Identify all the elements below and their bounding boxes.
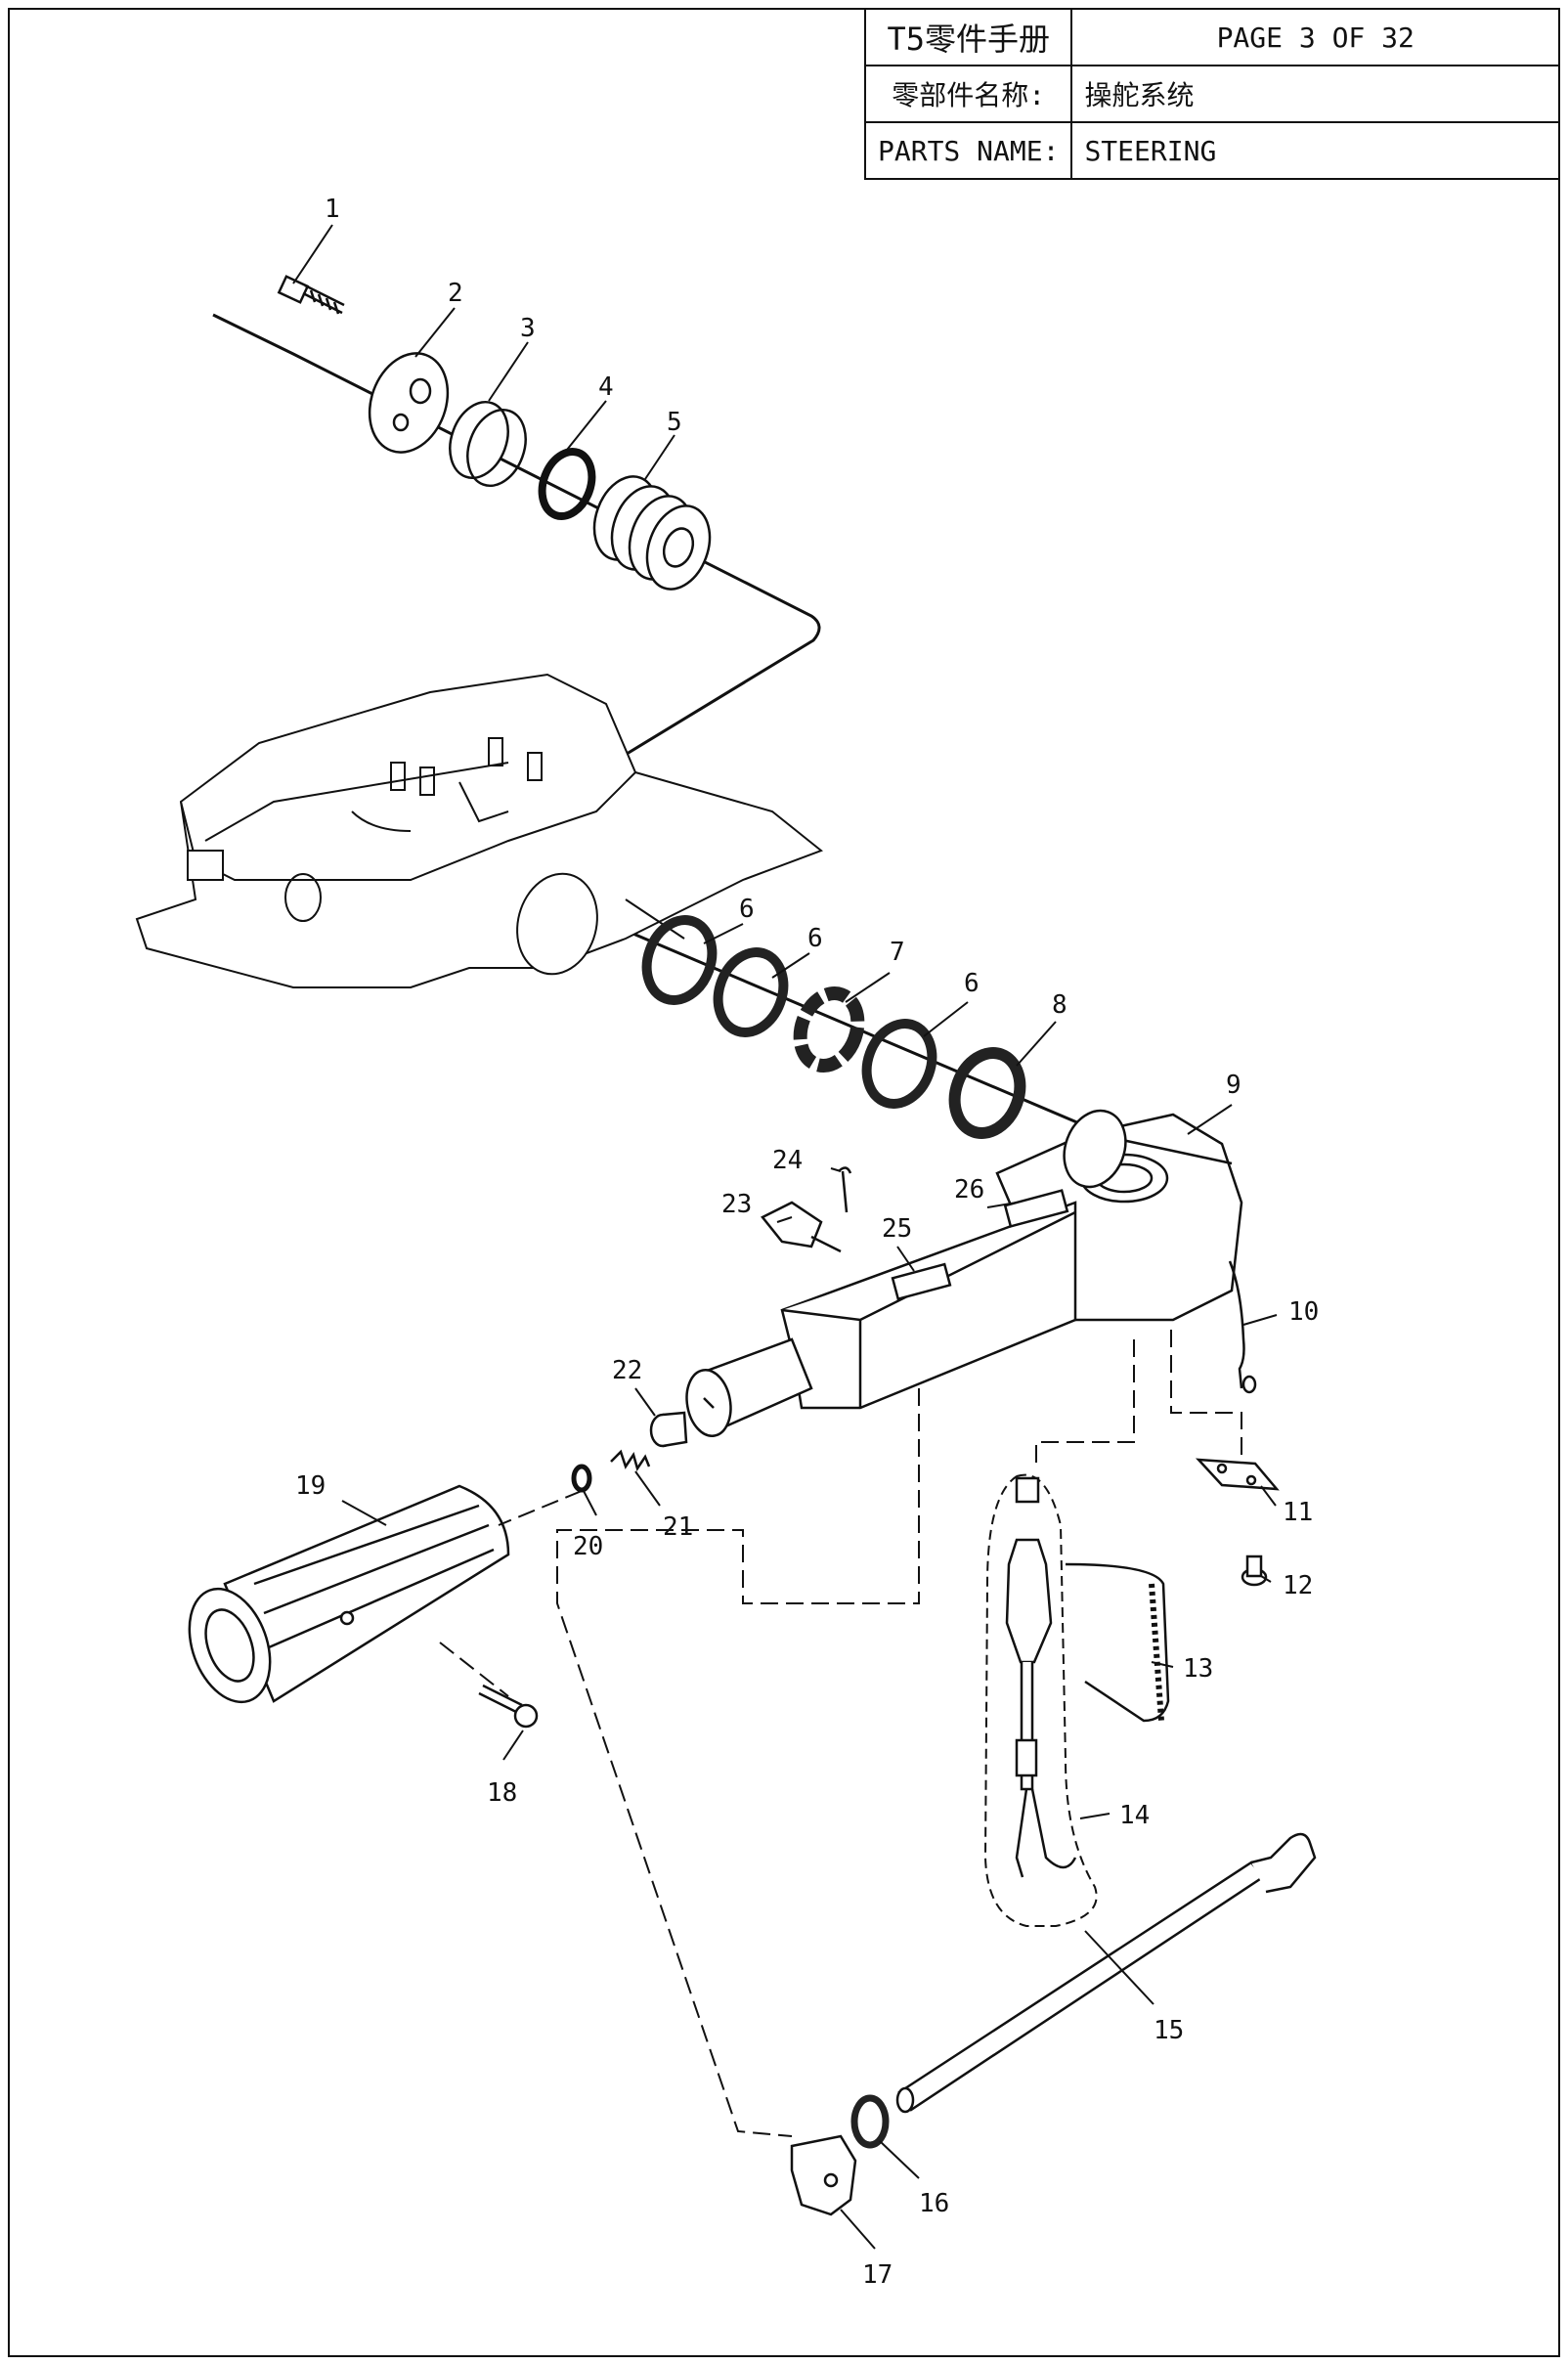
part-name-cn-value: 操舵系统	[1070, 65, 1560, 123]
callout-20: 20	[573, 1532, 603, 1561]
part-nut-7	[793, 986, 865, 1073]
part-stop-cable-10	[1228, 1260, 1245, 1389]
callout-numbers: 1 2 3 4 5 6 6 7 6 8 9 10 11 12 13 14 15 …	[295, 195, 1319, 2290]
callout-leaders	[292, 224, 1278, 2250]
callout-6c: 6	[964, 969, 980, 998]
part-bottom-cowling	[135, 673, 823, 988]
callout-23: 23	[721, 1190, 752, 1219]
part-washer-20	[571, 1464, 592, 1493]
callout-12: 12	[1283, 1571, 1313, 1600]
part-grip-19	[188, 1484, 510, 1704]
callout-3: 3	[520, 314, 536, 343]
part-screw-12	[1241, 1555, 1268, 1587]
callout-21: 21	[663, 1512, 693, 1542]
part-bracket-17	[790, 2134, 857, 2216]
callout-8: 8	[1052, 990, 1067, 1020]
callout-5: 5	[667, 408, 682, 437]
callout-15: 15	[1154, 2016, 1184, 2045]
callout-19: 19	[295, 1471, 326, 1501]
part-bolt-1	[277, 275, 345, 315]
callout-2: 2	[448, 279, 463, 308]
part-flange-2	[368, 352, 450, 454]
callout-6a: 6	[739, 895, 755, 924]
title-block: T5零件手册 PAGE 3 OF 32 零部件名称: 操舵系统 PARTS NA…	[863, 8, 1560, 180]
part-shaft-15	[895, 1832, 1317, 2114]
part-knob-23	[761, 1201, 842, 1253]
part-tiller-arm-9	[995, 1109, 1243, 1322]
callout-1: 1	[325, 195, 340, 224]
part-washer-6c	[861, 1019, 937, 1109]
callout-7: 7	[890, 938, 905, 967]
part-lanyard-14	[1015, 1788, 1077, 1878]
part-plate-11	[1195, 1458, 1280, 1491]
part-throttle-tube	[685, 1337, 813, 1437]
callout-22: 22	[612, 1356, 642, 1385]
part-stop-switch-13	[1005, 1476, 1170, 1791]
callout-9: 9	[1226, 1071, 1241, 1100]
callout-14: 14	[1119, 1801, 1150, 1830]
leader-lines	[439, 1330, 1242, 2137]
page-number: PAGE 3 OF 32	[1070, 8, 1560, 66]
manual-title: T5零件手册	[863, 8, 1073, 66]
part-collar-22	[649, 1411, 688, 1448]
callout-18: 18	[487, 1778, 517, 1808]
part-handle-body	[780, 1189, 1077, 1410]
part-stop-switch-group-outline	[983, 1473, 1098, 1927]
callout-24: 24	[772, 1146, 803, 1175]
callout-6b: 6	[807, 924, 823, 953]
part-name-en-label: PARTS NAME:	[863, 121, 1073, 180]
callout-25: 25	[882, 1214, 912, 1244]
callout-26: 26	[954, 1175, 984, 1204]
part-spring-21	[610, 1449, 651, 1471]
callout-10: 10	[1288, 1297, 1319, 1327]
part-screw-18	[478, 1684, 539, 1729]
part-washer-6b	[713, 947, 789, 1037]
part-pin-24	[838, 1166, 852, 1213]
callout-11: 11	[1283, 1498, 1313, 1527]
part-grommet-3	[449, 400, 527, 488]
part-washer-6a	[641, 915, 718, 1005]
stop-cable-terminal-icon	[1241, 1375, 1257, 1394]
page-frame	[8, 8, 1560, 2357]
part-washer-16	[850, 2094, 890, 2149]
part-bellows-5	[592, 475, 712, 591]
part-name-cn-label: 零部件名称:	[863, 65, 1073, 123]
part-bushing-8	[948, 1047, 1026, 1139]
throttle-cable	[212, 313, 821, 857]
callout-16: 16	[919, 2189, 949, 2218]
callout-4: 4	[598, 372, 614, 402]
callout-17: 17	[862, 2260, 893, 2290]
part-oring-4	[538, 448, 596, 520]
part-name-en-value: STEERING	[1070, 121, 1560, 180]
callout-13: 13	[1183, 1654, 1213, 1684]
